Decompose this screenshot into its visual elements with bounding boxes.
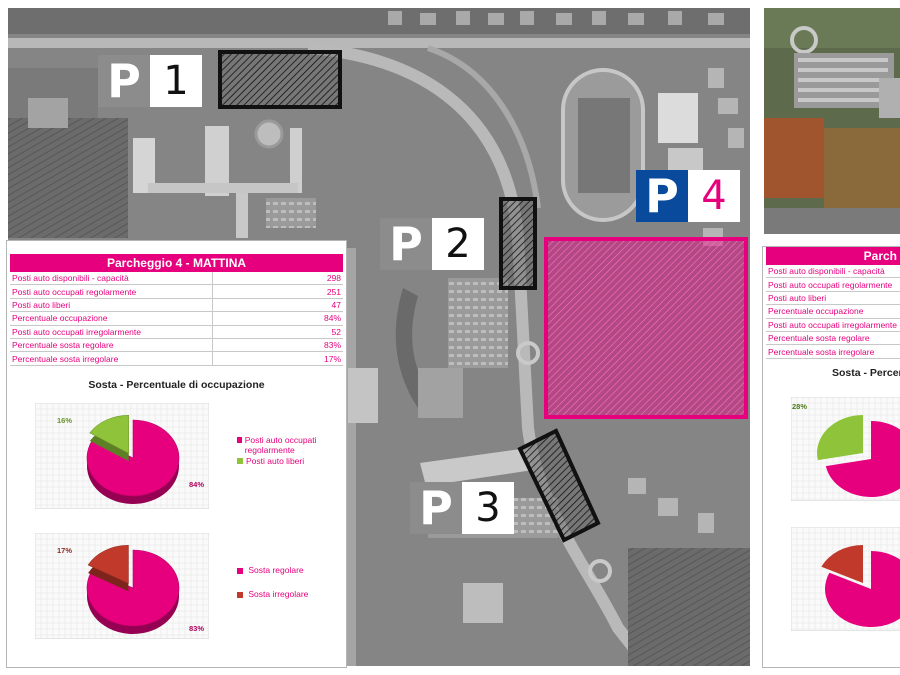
stats-row: Posti auto occupati regolarmente xyxy=(766,277,900,292)
pie-slice xyxy=(87,545,129,584)
stats-row: Percentuale sosta regolare xyxy=(766,331,900,346)
pie-data-label: 16% xyxy=(57,416,72,425)
legend-swatch xyxy=(237,567,243,574)
pie-chart-occupancy: 84% 16% xyxy=(34,402,210,510)
stats-row: Percentuale occupazione xyxy=(766,304,900,319)
stats-row: Posti auto disponibili - capacità xyxy=(766,265,900,279)
parking-sign-3: P 3 xyxy=(410,481,514,535)
section-title: Sosta - Percer xyxy=(832,366,900,379)
legend-swatch xyxy=(237,437,242,443)
parking-p-icon: P xyxy=(380,217,432,271)
pie-slice xyxy=(817,415,863,461)
parking-number: 1 xyxy=(150,55,202,107)
legend-item: Posti auto occupati regolarmente xyxy=(237,435,342,455)
legend-swatch xyxy=(237,458,243,464)
stats-row: Posti auto occupati irregolarmente xyxy=(766,318,900,332)
pie-data-label: 28% xyxy=(792,402,807,411)
parking-p-icon: P xyxy=(98,54,150,108)
pie-chart-side-1-svg: 28% xyxy=(790,396,900,502)
parking-number: 4 xyxy=(688,170,740,222)
stats-label: Posti auto disponibili - capacità xyxy=(10,272,212,286)
stats-value: 84% xyxy=(211,311,343,326)
stats-value: 298 xyxy=(211,272,343,286)
pie-chart-side-2: 18% xyxy=(763,526,900,632)
pie-legend-regularity: Sosta regolare Sosta irregolare xyxy=(237,565,342,599)
stats-row: Posti auto liberi xyxy=(766,291,900,306)
legend-label: Posti auto liberi xyxy=(246,456,305,466)
legend-label: Sosta irregolare xyxy=(248,589,309,599)
parking-zone-4[interactable] xyxy=(544,237,748,419)
stats-label: Percentuale occupazione xyxy=(10,311,212,326)
pie-legend-occupancy: Posti auto occupati regolarmente Posti a… xyxy=(237,435,342,466)
pie-slice xyxy=(89,414,129,454)
stats-value: 251 xyxy=(211,284,343,299)
stats-value: 17% xyxy=(211,351,343,366)
parking-p-icon: P xyxy=(410,481,462,535)
stats-label: Percentuale sosta regolare xyxy=(766,331,900,346)
pie-chart-side-2-svg: 18% xyxy=(763,526,900,632)
panel-title: Parch xyxy=(766,247,900,265)
stats-label: Percentuale sosta regolare xyxy=(10,338,212,353)
section-title: Sosta - Percentuale di occupazione xyxy=(88,378,265,391)
stats-label: Posti auto occupati irregolarmente xyxy=(766,318,900,332)
stats-label: Percentuale sosta irregolare xyxy=(10,351,212,366)
parking-zone-1[interactable] xyxy=(218,50,342,109)
parking-p-icon: P xyxy=(636,169,688,223)
stats-label: Posti auto disponibili - capacità xyxy=(766,265,900,279)
stats-label: Posti auto occupati irregolarmente xyxy=(10,325,212,339)
parking-sign-2: P 2 xyxy=(380,217,484,271)
stats-label: Posti auto occupati regolarmente xyxy=(10,284,212,299)
stats-value: 47 xyxy=(211,298,343,313)
pie-slice xyxy=(825,421,900,497)
pie-slice xyxy=(86,549,180,627)
legend-item: Posti auto liberi xyxy=(237,456,342,466)
stats-value: 52 xyxy=(211,325,343,339)
pie-data-label: 84% xyxy=(189,480,204,489)
parking-stats-panel: Parcheggio 4 - MATTINA Posti auto dispon… xyxy=(6,240,347,668)
pie-slice xyxy=(825,551,900,627)
parking-sign-1: P 1 xyxy=(98,54,202,108)
stats-row: Percentuale sosta irregolare xyxy=(766,344,900,359)
parking-zone-3[interactable] xyxy=(517,428,601,543)
panel-title: Parcheggio 4 - MATTINA xyxy=(10,254,343,272)
stats-value: 83% xyxy=(211,338,343,353)
side-aerial-map[interactable] xyxy=(764,8,900,234)
legend-label: Sosta regolare xyxy=(248,565,304,575)
parking-sign-4: P 4 xyxy=(636,169,740,223)
side-aerial-map-drawing xyxy=(764,8,900,234)
pie-slice xyxy=(821,545,863,583)
stats-label: Percentuale sosta irregolare xyxy=(766,344,900,359)
pie-chart-side-1: 28% xyxy=(790,396,900,502)
stats-label: Posti auto occupati regolarmente xyxy=(766,277,900,292)
parking-number: 3 xyxy=(462,482,514,534)
legend-swatch xyxy=(237,591,243,598)
stats-label: Posti auto liberi xyxy=(10,298,212,313)
legend-item: Sosta regolare xyxy=(237,565,342,575)
pie-slice xyxy=(86,419,180,497)
pie-chart-occupancy-svg: 84% 16% xyxy=(34,402,210,510)
legend-item: Sosta irregolare xyxy=(237,589,342,599)
legend-label: Posti auto occupati regolarmente xyxy=(244,435,317,455)
pie-data-label: 83% xyxy=(189,624,204,633)
parking-zone-2[interactable] xyxy=(499,197,537,290)
pie-chart-regularity-svg: 83% 17% xyxy=(34,532,210,640)
parking-number: 2 xyxy=(432,218,484,270)
pie-chart-regularity: 83% 17% xyxy=(34,532,210,640)
stats-label: Posti auto liberi xyxy=(766,291,900,306)
pie-data-label: 17% xyxy=(57,546,72,555)
stats-label: Percentuale occupazione xyxy=(766,304,900,319)
